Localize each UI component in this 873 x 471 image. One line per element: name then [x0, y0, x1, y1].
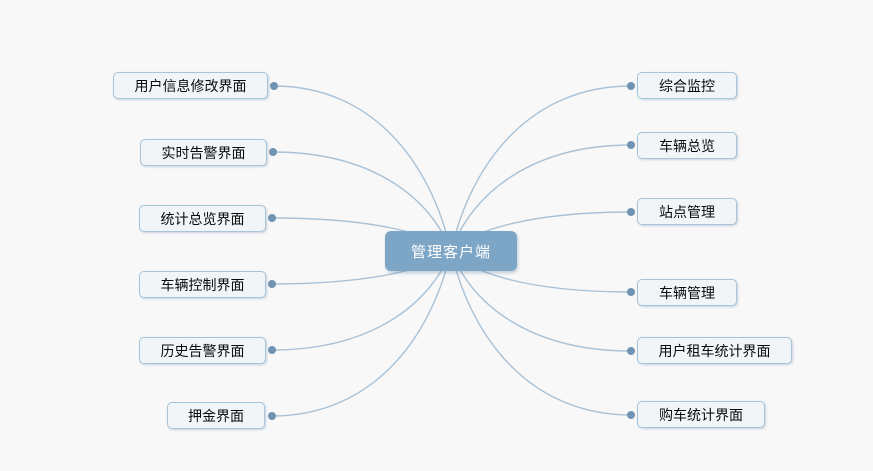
node-vehicle-management[interactable]: 车辆管理	[637, 279, 737, 306]
connector-dot	[268, 214, 276, 222]
node-purchase-stats-screen[interactable]: 购车统计界面	[637, 401, 765, 428]
node-integrated-monitoring[interactable]: 综合监控	[637, 72, 737, 99]
connector-dot	[627, 288, 635, 296]
connector-line	[450, 85, 632, 252]
node-realtime-alarm-screen[interactable]: 实时告警界面	[140, 139, 267, 166]
connector-line	[450, 250, 632, 416]
connector-line	[273, 85, 452, 252]
connector-dot	[268, 346, 276, 354]
connector-dot	[270, 82, 278, 90]
node-vehicle-overview[interactable]: 车辆总览	[637, 132, 737, 159]
connector-dot	[627, 208, 635, 216]
connector-dot	[627, 82, 635, 90]
node-stats-overview-screen[interactable]: 统计总览界面	[139, 205, 266, 232]
node-deposit-screen[interactable]: 押金界面	[167, 402, 265, 429]
node-root-management-client[interactable]: 管理客户端	[385, 231, 517, 271]
connector-line	[450, 250, 632, 352]
connector-dot	[627, 347, 635, 355]
node-history-alarm-screen[interactable]: 历史告警界面	[139, 337, 266, 364]
connector-dot	[268, 412, 276, 420]
connector-dot	[268, 280, 276, 288]
connector-dot	[627, 141, 635, 149]
node-user-info-edit-screen[interactable]: 用户信息修改界面	[113, 72, 268, 99]
node-station-management[interactable]: 站点管理	[637, 198, 737, 225]
connector-dot	[269, 148, 277, 156]
node-vehicle-control-screen[interactable]: 车辆控制界面	[139, 271, 266, 298]
connector-dot	[627, 411, 635, 419]
connector-line	[450, 144, 632, 252]
connector-line	[271, 250, 452, 417]
node-user-rental-stats-screen[interactable]: 用户租车统计界面	[637, 337, 792, 364]
